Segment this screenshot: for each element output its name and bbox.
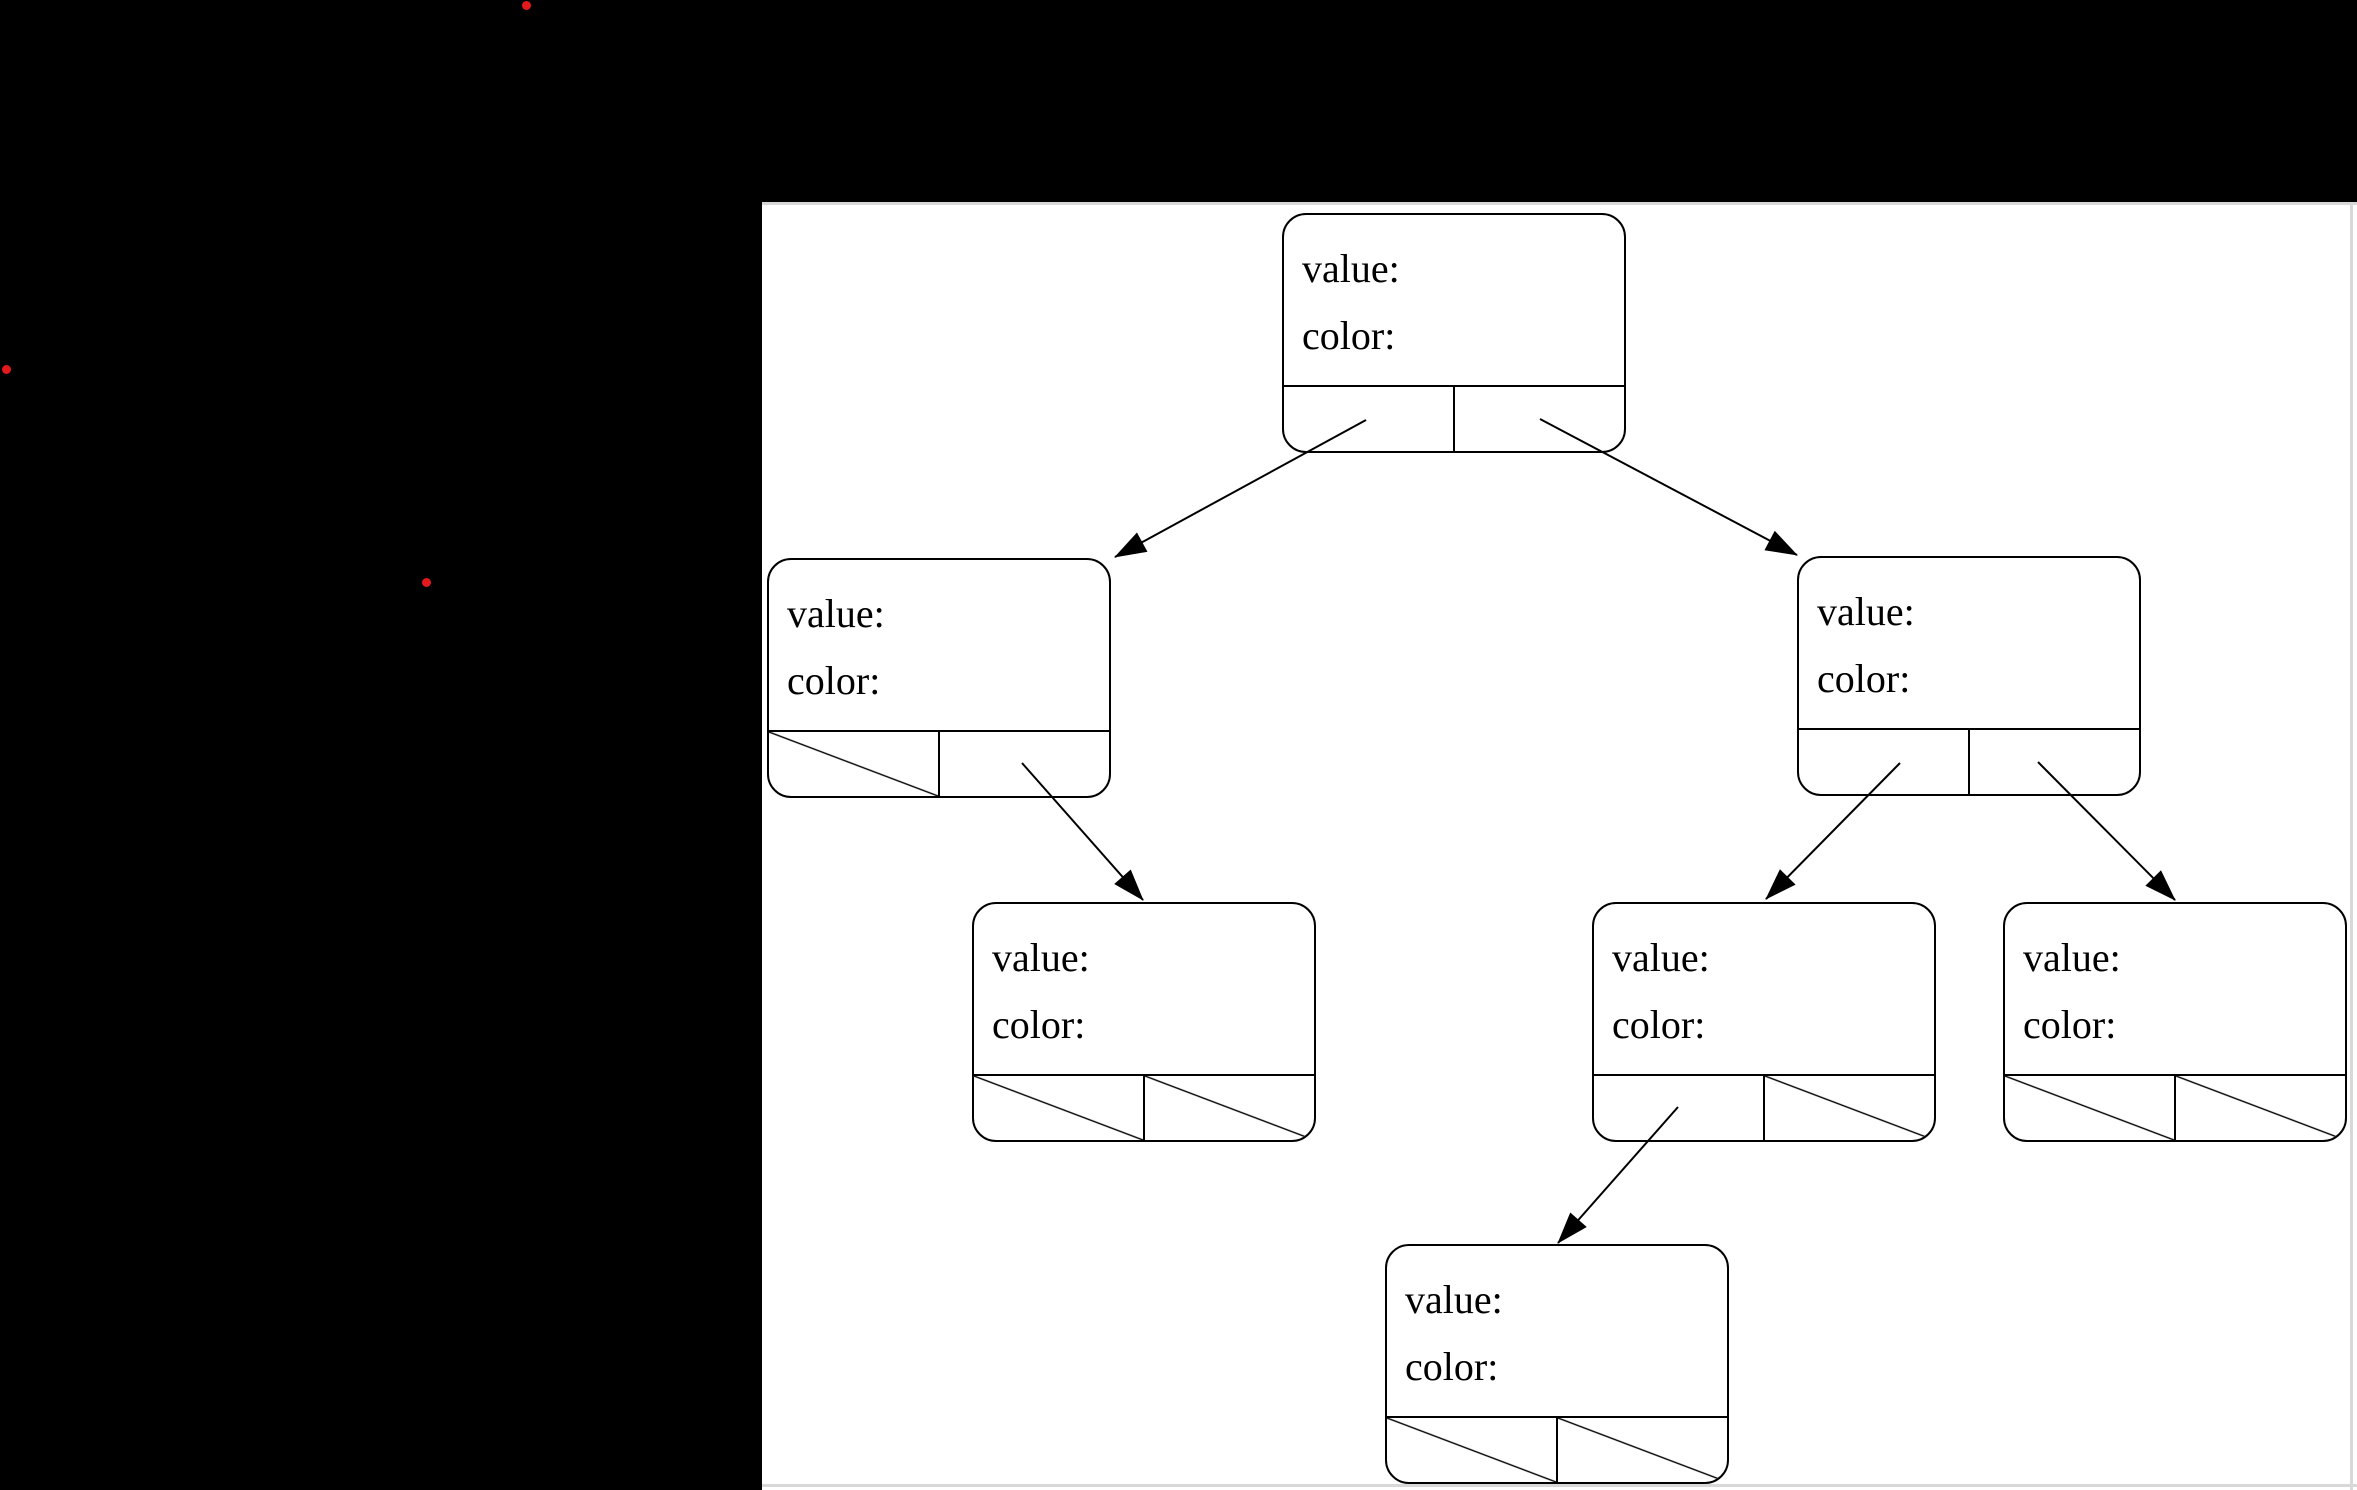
right-pointer-cell (1765, 1076, 1934, 1140)
pointer-cells (1284, 385, 1624, 451)
color-label: color: (992, 1002, 1086, 1047)
tree-node-right-left-left-node: value: color: (1385, 1244, 1729, 1484)
tree-node-right-right-grandchild: value: color: (2003, 902, 2347, 1142)
color-label: color: (1612, 1002, 1706, 1047)
null-slash-icon (1558, 1418, 1727, 1482)
left-pointer-cell (1284, 387, 1455, 451)
color-label: color: (1817, 656, 1911, 701)
panel-bottom-border (762, 1484, 2357, 1487)
value-label: value: (787, 591, 885, 636)
null-slash-icon (769, 732, 938, 796)
color-label: color: (1302, 313, 1396, 358)
color-label: color: (2023, 1002, 2117, 1047)
value-label: value: (2023, 935, 2121, 980)
tree-node-right-child: value: color: (1797, 556, 2141, 796)
right-pointer-cell (940, 732, 1109, 796)
right-pointer-cell (1455, 387, 1624, 451)
panel-right-border (2350, 205, 2353, 1490)
right-pointer-cell (2176, 1076, 2345, 1140)
null-slash-icon (2005, 1076, 2174, 1140)
left-pointer-cell (769, 732, 940, 796)
left-pointer-cell (2005, 1076, 2176, 1140)
pointer-cells (1594, 1074, 1934, 1140)
tree-node-left-child: value: color: (767, 558, 1111, 798)
null-slash-icon (1765, 1076, 1934, 1140)
null-slash-icon (2176, 1076, 2345, 1140)
red-dot (1, 364, 11, 374)
right-pointer-cell (1970, 730, 2139, 794)
color-label: color: (1405, 1344, 1499, 1389)
left-pointer-cell (1594, 1076, 1765, 1140)
tree-node-left-right-grandchild: value: color: (972, 902, 1316, 1142)
null-slash-icon (974, 1076, 1143, 1140)
null-slash-icon (1145, 1076, 1314, 1140)
pointer-cells (1799, 728, 2139, 794)
value-label: value: (1612, 935, 1710, 980)
red-dot (421, 577, 431, 587)
value-label: value: (1817, 589, 1915, 634)
left-pointer-cell (1799, 730, 1970, 794)
tree-node-right-left-grandchild: value: color: (1592, 902, 1936, 1142)
value-label: value: (1302, 246, 1400, 291)
value-label: value: (992, 935, 1090, 980)
value-label: value: (1405, 1277, 1503, 1322)
pointer-cells (2005, 1074, 2345, 1140)
pointer-cells (1387, 1416, 1727, 1482)
pointer-cells (769, 730, 1109, 796)
left-pointer-cell (974, 1076, 1145, 1140)
right-pointer-cell (1145, 1076, 1314, 1140)
pointer-cells (974, 1074, 1314, 1140)
red-dot (521, 0, 531, 10)
null-slash-icon (1387, 1418, 1556, 1482)
tree-node-root: value: color: (1282, 213, 1626, 453)
color-label: color: (787, 658, 881, 703)
left-pointer-cell (1387, 1418, 1558, 1482)
right-pointer-cell (1558, 1418, 1727, 1482)
